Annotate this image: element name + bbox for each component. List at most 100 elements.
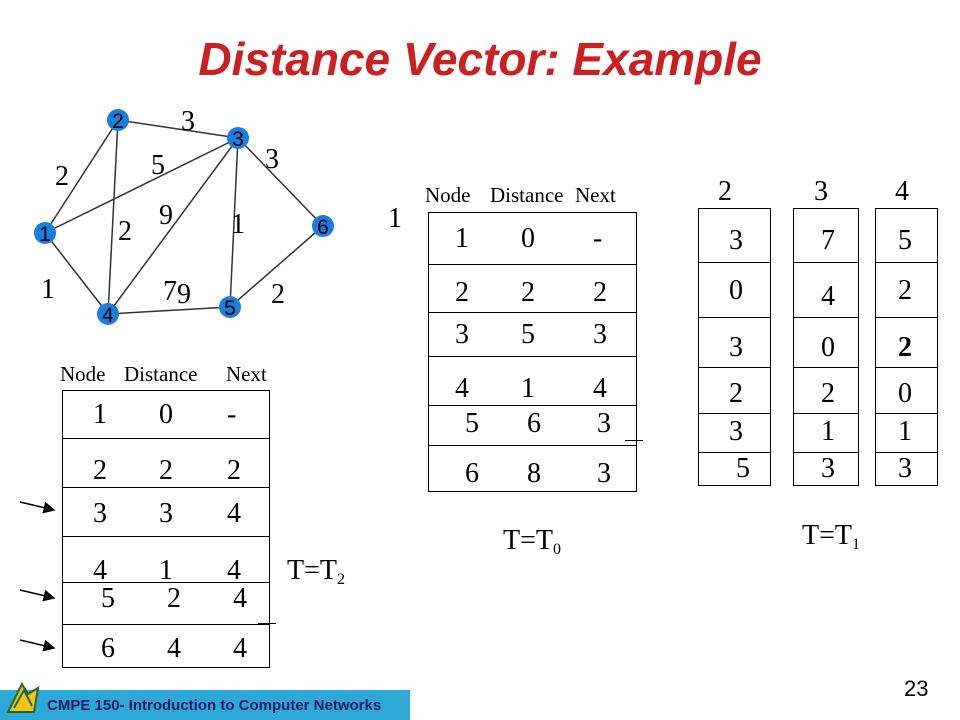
table-row: 6 8 3: [429, 446, 636, 493]
edge-weight-label: 3: [265, 144, 279, 175]
time-label-t0: T=T0: [503, 525, 561, 559]
table-cell: 1: [159, 555, 173, 586]
table-row: 1 0 -: [63, 391, 269, 439]
vector-cell-row: 0: [876, 368, 937, 414]
edge-2-3: [117, 119, 239, 139]
edge-weight-label: 5: [151, 150, 165, 181]
edge-weight-label: 1: [231, 209, 245, 240]
vector-value: 5: [736, 453, 750, 484]
vector-cell-row: 3: [699, 414, 770, 453]
graph-node: [34, 222, 56, 244]
edge-weight-label: 9: [159, 200, 173, 231]
table-row: 3 5 3: [429, 313, 636, 357]
table-cell: 4: [233, 583, 247, 614]
vector-value: 3: [729, 332, 743, 363]
table-cell: 6: [465, 458, 479, 489]
table-cell: 4: [593, 373, 607, 404]
vector-value: 2: [898, 332, 912, 363]
table-cell: 4: [455, 373, 469, 404]
table-row: 2 2 2: [63, 439, 269, 488]
vector-header: 2: [718, 176, 732, 207]
time-label-text: T=T: [802, 520, 852, 551]
course-logo-icon: [6, 681, 40, 713]
table-cell: 3: [597, 408, 611, 439]
time-label-text: T=T: [503, 525, 553, 556]
edge-4-5: [107, 306, 231, 315]
table-row: 6 4 4: [63, 625, 269, 669]
table-cell: 2: [521, 277, 535, 308]
edge-3-4: [107, 137, 239, 315]
table-cell: 4: [227, 555, 241, 586]
vector-value: 0: [821, 332, 835, 363]
table-cell: 5: [465, 408, 479, 439]
vector-cell-row: 0: [699, 263, 770, 318]
vector-value: 3: [729, 225, 743, 256]
edge-2-4: [107, 119, 119, 315]
graph-node: [227, 127, 249, 149]
vector-column-3: 7 4 0 2 1 3: [793, 208, 859, 486]
table-cell: 3: [159, 498, 173, 529]
table-cell: 4: [233, 633, 247, 664]
table-t0-header-node: Node: [425, 183, 471, 207]
edge-weight-label: 2: [55, 161, 69, 192]
vector-cell-row: 1: [876, 414, 937, 453]
edge-3-5: [229, 137, 239, 308]
table-cell: 2: [93, 455, 107, 486]
graph-node-label: 1: [39, 223, 51, 246]
edge-weight-label: 1: [41, 274, 55, 305]
table-cell: 6: [527, 408, 541, 439]
edge-5-6: [229, 225, 324, 308]
vector-value: 3: [821, 453, 835, 484]
vector-cell-row: 2: [794, 368, 858, 414]
table-t0-header-distance: Distance: [490, 183, 564, 207]
table-cell: -: [593, 223, 603, 254]
page-number: 23: [904, 676, 929, 701]
vector-value: 0: [729, 275, 743, 306]
vector-value: 7: [821, 225, 835, 256]
table-t2-header-distance: Distance: [124, 362, 198, 386]
edge-3-1: [44, 137, 239, 234]
vector-cell-row: 0: [794, 318, 858, 368]
graph-node: [312, 215, 334, 237]
table-row: 4 1 4: [63, 537, 269, 586]
time-label-text: T=T: [287, 555, 337, 586]
table-cell: 2: [167, 583, 181, 614]
vector-value: 0: [898, 378, 912, 409]
arrow-row-6: [19, 639, 56, 652]
time-label-subscript: 1: [852, 536, 860, 553]
edge-weight-label: 2: [271, 279, 285, 310]
table-row: 1 0 -: [429, 213, 636, 265]
vector-cell-row: 2: [876, 318, 937, 368]
table-row: 4 1 4: [429, 357, 636, 406]
table-cell: 3: [593, 319, 607, 350]
table-row: 3 3 4: [63, 488, 269, 537]
table-cell: 0: [159, 399, 173, 430]
time-label-t2: T=T2: [287, 555, 345, 589]
vector-cell-row: 5: [876, 209, 937, 263]
table-cell: 4: [93, 555, 107, 586]
edge-2-1: [44, 119, 119, 234]
vector-column-2: 3 0 3 2 3 5: [698, 208, 771, 486]
table-cell: 2: [159, 455, 173, 486]
vector-header: 3: [814, 176, 828, 207]
vector-cell-row: 5: [699, 453, 770, 487]
vector-value: 3: [729, 416, 743, 447]
vector-cell-row: 2: [699, 368, 770, 414]
vector-value: 2: [898, 275, 912, 306]
vector-value: 3: [898, 453, 912, 484]
edge-weight-label: 2: [118, 216, 132, 247]
table-row: 5 6 3: [429, 406, 636, 446]
table-cell: 5: [101, 583, 115, 614]
vector-cell-row: 1: [794, 414, 858, 453]
vector-cell-row: 7: [794, 209, 858, 263]
table-cell: 5: [521, 319, 535, 350]
vector-header: 4: [895, 176, 909, 207]
table-cell: 3: [455, 319, 469, 350]
edge-3-6: [237, 137, 324, 227]
time-label-t1: T=T1: [802, 520, 860, 554]
vector-value: 2: [729, 378, 743, 409]
edge-weight-label: 7: [163, 276, 177, 307]
footer-bar: [0, 690, 410, 720]
vector-cell-row: 3: [699, 209, 770, 263]
graph-node: [219, 296, 241, 318]
